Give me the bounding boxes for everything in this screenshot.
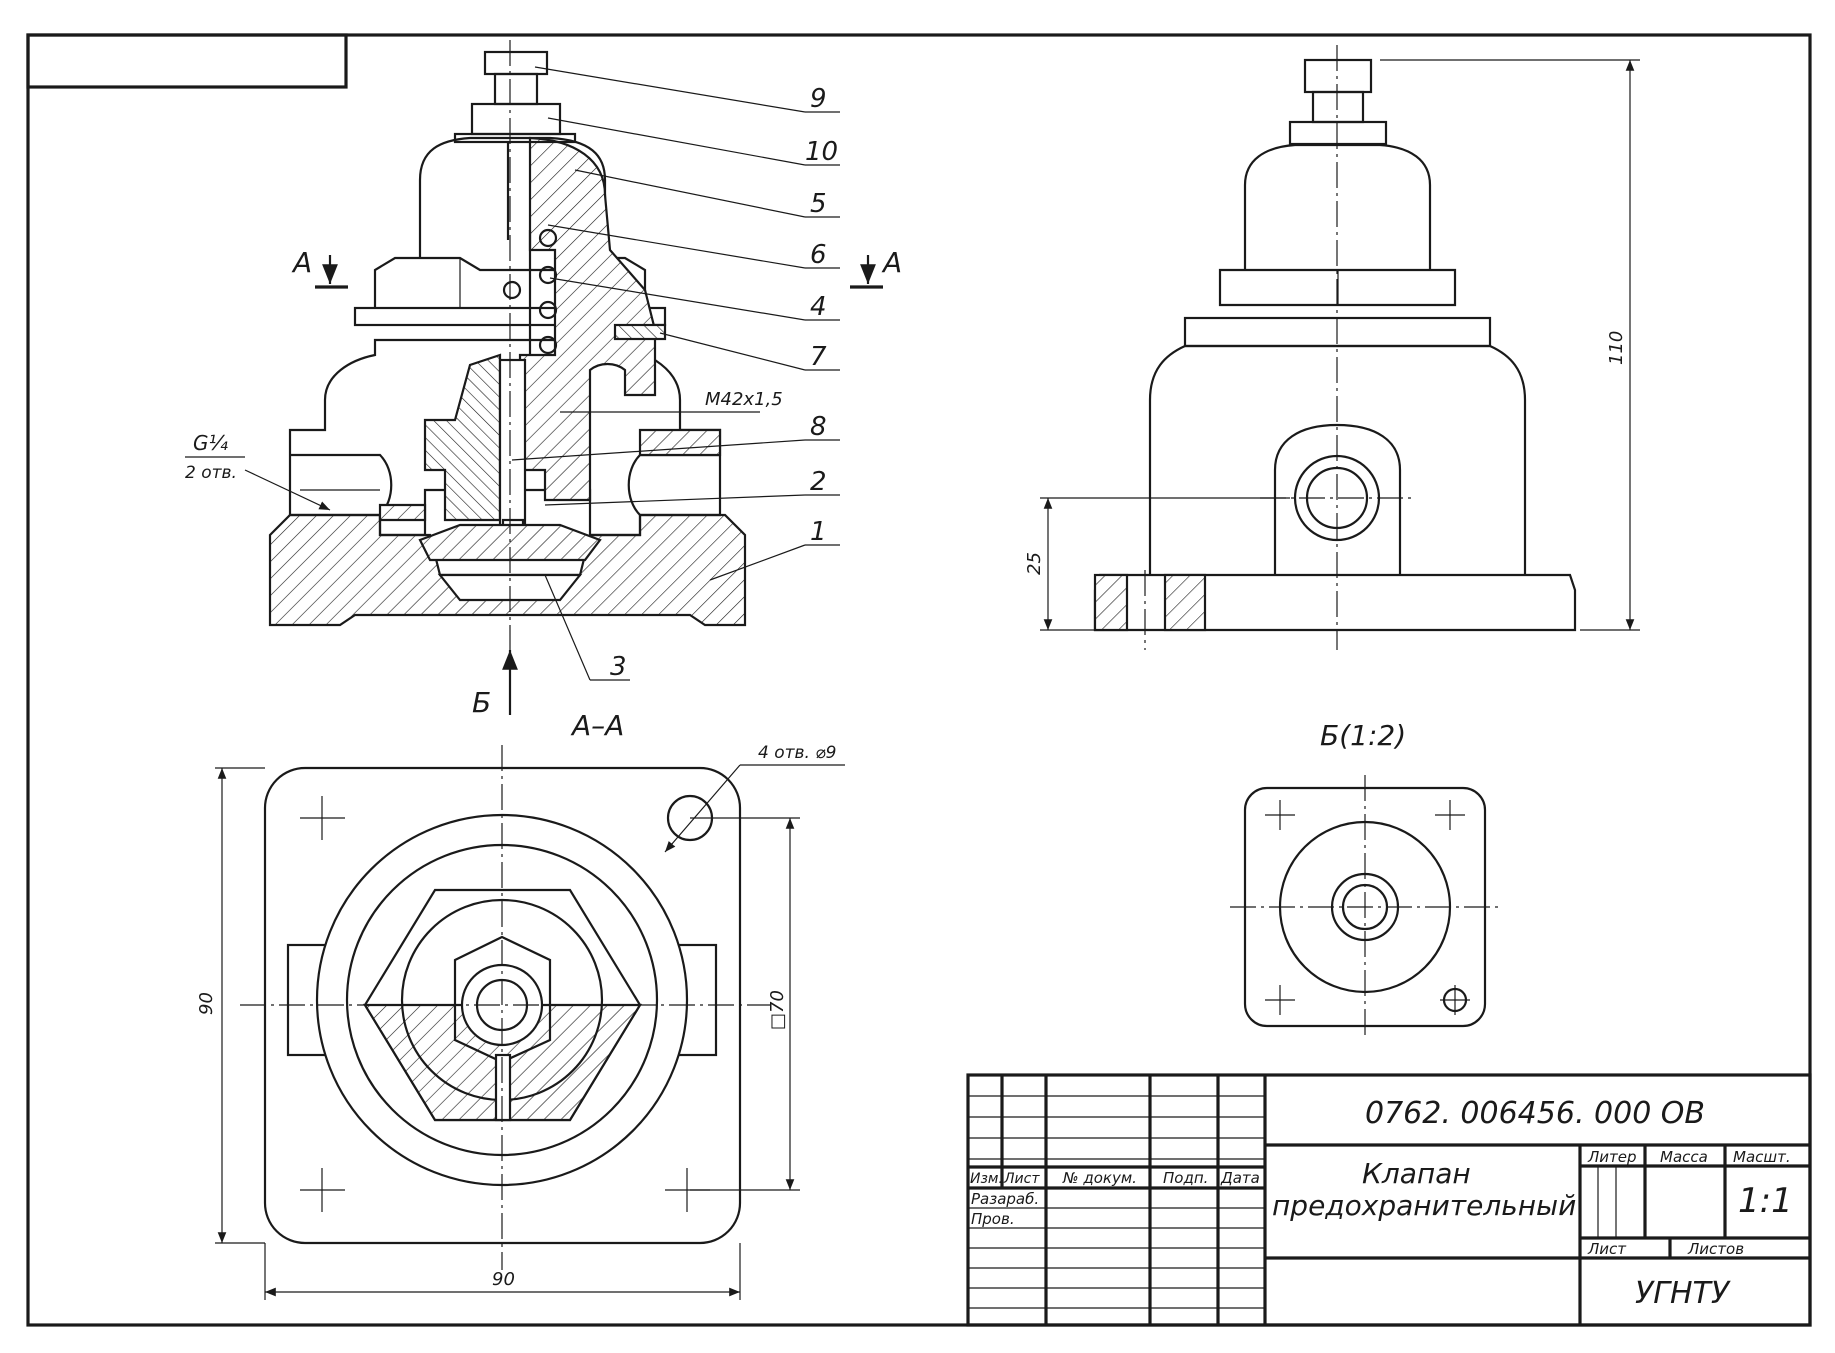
section-label: А–А [570,709,624,742]
thread-m-label: М42х1,5 [705,389,783,410]
col-izm: Изм. [970,1171,1003,1187]
col-list: Лист [1003,1171,1040,1187]
scale-value: 1:1 [1738,1181,1793,1221]
section-cut-marks: А А [291,246,902,289]
callout-3: 3 [610,652,627,682]
col-docnum: № докум. [1062,1169,1137,1187]
spring [502,228,558,355]
col-data: Дата [1220,1169,1260,1187]
name-line2: предохранительный [1272,1189,1576,1222]
callout-5: 5 [810,189,827,219]
sheet-label: Лист [1587,1240,1627,1258]
view-arrow-b: Б [472,650,518,719]
callout-9: 9 [810,84,827,114]
cut-mark-left: А [291,246,312,279]
thread-annotations: М42х1,5 G¼ 2 отв. [185,389,783,511]
callout-7: 7 [810,342,827,372]
plan-width-dim: 90 [492,1269,515,1290]
holes-plan-label: 4 отв. ⌀9 [758,743,836,763]
sheet-frame [26,33,1812,1327]
plan-section-view: 90 90 □70 4 отв. ⌀9 [196,743,845,1300]
view-b [1230,775,1500,1040]
callout-1: 1 [810,517,827,547]
massa-header: Масса [1660,1148,1708,1166]
thread-g-label: G¼ [193,431,228,455]
litera-header: Литер [1587,1148,1637,1166]
callout-10: 10 [805,137,838,167]
row-razrab: Разараб. [971,1190,1039,1208]
plan-height-dim: 90 [196,992,217,1015]
callout-2: 2 [810,467,827,497]
height-total-dim: 110 [1606,331,1627,365]
col-podp: Подп. [1163,1169,1208,1187]
name-line1: Клапан [1362,1157,1471,1190]
masshtab-header: Масшт. [1733,1148,1791,1166]
square-70-dim: □70 [767,990,788,1030]
row-prov: Пров. [971,1210,1015,1228]
callout-4: 4 [810,292,827,322]
title-block: 0762. 006456. 000 ОВ Изм. Лист № докум. … [966,1073,1812,1327]
height-port-dim: 25 [1024,552,1045,575]
g-holes-label: 2 отв. [185,463,237,483]
callout-leaders [511,66,840,681]
view-arrow-b-label: Б [472,686,491,719]
callout-numbers: 9 10 5 6 4 7 8 2 1 3 [610,84,838,682]
cut-mark-right: А [881,246,902,279]
view-b-label: Б(1:2) [1320,719,1406,752]
doc-number: 0762. 006456. 000 ОВ [1365,1096,1705,1131]
front-section-view [268,40,760,650]
sheets-label: Листов [1687,1240,1744,1258]
side-view: 110 25 [1024,45,1640,650]
organization: УГНТУ [1635,1276,1731,1311]
callout-6: 6 [810,240,827,270]
callout-8: 8 [810,412,827,442]
